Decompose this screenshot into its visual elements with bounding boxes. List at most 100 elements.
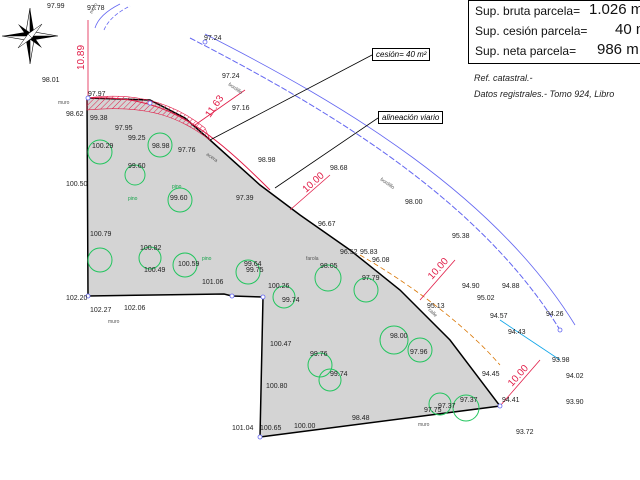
elevation-label: 99.74 (330, 371, 348, 378)
elevation-label: 97.37 (438, 403, 456, 410)
elevation-label: 95.83 (360, 249, 378, 256)
elevation-label: 98.62 (66, 111, 84, 118)
net-area-label: Sup. neta parcela= (475, 44, 577, 58)
tree-icon (353, 277, 379, 303)
elevation-label: 100.82 (140, 245, 162, 252)
tree-annotation: pino (172, 184, 182, 190)
registry-data: Datos registrales.- Tomo 924, Libro (474, 89, 615, 99)
elevation-label: 98.00 (390, 333, 408, 340)
elevation-label: 94.26 (546, 311, 564, 318)
elevation-label: 101.04 (232, 425, 254, 432)
elevation-label: 98.68 (330, 165, 348, 172)
elevation-label: 97.99 (47, 3, 65, 10)
survey-points (85, 39, 563, 440)
dimension-label: 10.00 (301, 170, 327, 195)
elevation-label: 95.38 (452, 233, 470, 240)
elevation-label: 99.25 (128, 135, 146, 142)
elevation-label: 100.79 (90, 231, 112, 238)
registry-references: Ref. catastral.- Datos registrales.- Tom… (474, 70, 614, 102)
elevation-label: 99.75 (246, 267, 264, 274)
elevation-label: 101.06 (202, 279, 224, 286)
elevation-label: 96.67 (318, 221, 336, 228)
cession-area-value: 40 m (615, 21, 640, 38)
elevation-label: 100.80 (266, 383, 288, 390)
elevation-label: 99.60 (170, 195, 188, 202)
alignment-callout: alineación viario (378, 111, 444, 124)
elevation-label: 98.00 (405, 199, 423, 206)
elevation-label: 98.05 (320, 263, 338, 270)
elevation-label: 97.96 (410, 349, 428, 356)
lamp-annotation: farola (306, 256, 319, 262)
elevation-label: 93.90 (566, 399, 584, 406)
elevation-label: 93.72 (516, 429, 534, 436)
tree-icon (272, 285, 296, 309)
street-annotation: calle (427, 307, 439, 319)
elevation-label: 100.26 (268, 283, 290, 290)
tree-icon (235, 259, 261, 285)
alignment-line (86, 97, 271, 191)
tree-icon (318, 368, 342, 392)
elevation-label: 97.95 (115, 125, 133, 132)
gross-area-value: 1.026 m (589, 1, 640, 18)
elevation-label: 97.37 (460, 397, 478, 404)
tree-icon (407, 337, 433, 363)
elevation-label: 100.59 (178, 261, 200, 268)
tree-icon (307, 352, 333, 378)
elevation-label: 94.90 (462, 283, 480, 290)
elevation-label: 102.20 (66, 295, 88, 302)
tree-icon (428, 392, 452, 416)
wall-annotation: muro (418, 422, 430, 428)
elevation-label: 94.43 (508, 329, 526, 336)
elevation-label: 97.16 (232, 105, 250, 112)
elevation-label: 94.88 (502, 283, 520, 290)
gross-area-label: Sup. bruta parcela= (475, 4, 581, 18)
tree-icon (452, 394, 480, 422)
tree-icon (167, 187, 193, 213)
elevation-label: 94.02 (566, 373, 584, 380)
elevation-label: 97.24 (222, 73, 240, 80)
area-summary-table: Sup. bruta parcela= 1.026 m Sup. cesión … (468, 0, 640, 64)
cadastral-reference: Ref. catastral.- (474, 73, 533, 83)
elevation-label: 102.06 (124, 305, 146, 312)
elevation-label: 97.24 (204, 35, 222, 42)
elevation-label: 97.75 (424, 407, 442, 414)
curb-annotation: bordillo (227, 82, 244, 96)
tree-icon (172, 252, 198, 278)
street-edge-lines (94, 3, 576, 366)
tree-icon (147, 132, 173, 158)
elevation-label: 97.76 (178, 147, 196, 154)
trees (87, 132, 480, 422)
elevation-label: 94.45 (482, 371, 500, 378)
cession-area-label: Sup. cesión parcela= (475, 24, 588, 38)
elevation-label: 96.52 (340, 249, 358, 256)
elevation-label: 100.49 (144, 267, 166, 274)
tree-icon (87, 247, 113, 273)
elevation-label: 93.98 (552, 357, 570, 364)
elevation-label: 95.13 (427, 303, 445, 310)
elevation-label: 98.98 (258, 157, 276, 164)
dimension-lines (87, 20, 541, 407)
elevation-label: 100.29 (92, 143, 114, 150)
elevation-label: 95.02 (477, 295, 495, 302)
elevation-label: 98.98 (152, 143, 170, 150)
curb-annotation: bordillo (379, 177, 396, 191)
elevation-label: 100.47 (270, 341, 292, 348)
elevation-label: 96.08 (372, 257, 390, 264)
elevation-label: 99.38 (90, 115, 108, 122)
elevation-label: 100.50 (66, 181, 88, 188)
elevation-label: 97.97 (88, 91, 106, 98)
elevation-label: 98.48 (352, 415, 370, 422)
tree-icon (138, 246, 162, 270)
cession-callout: cesión= 40 m² (372, 48, 431, 61)
elevation-label: 97.78 (87, 5, 105, 12)
elevation-label: 97.79 (362, 275, 380, 282)
elevation-label: 99.76 (310, 351, 328, 358)
elevation-label: 99.60 (128, 163, 146, 170)
elevation-label: 99.74 (282, 297, 300, 304)
tree-annotation: pino (128, 196, 138, 202)
elevation-label: 100.00 (294, 423, 316, 430)
elevation-label: 94.41 (502, 397, 520, 404)
elevation-label: 100.65 (260, 425, 282, 432)
tree-icon (314, 264, 342, 292)
